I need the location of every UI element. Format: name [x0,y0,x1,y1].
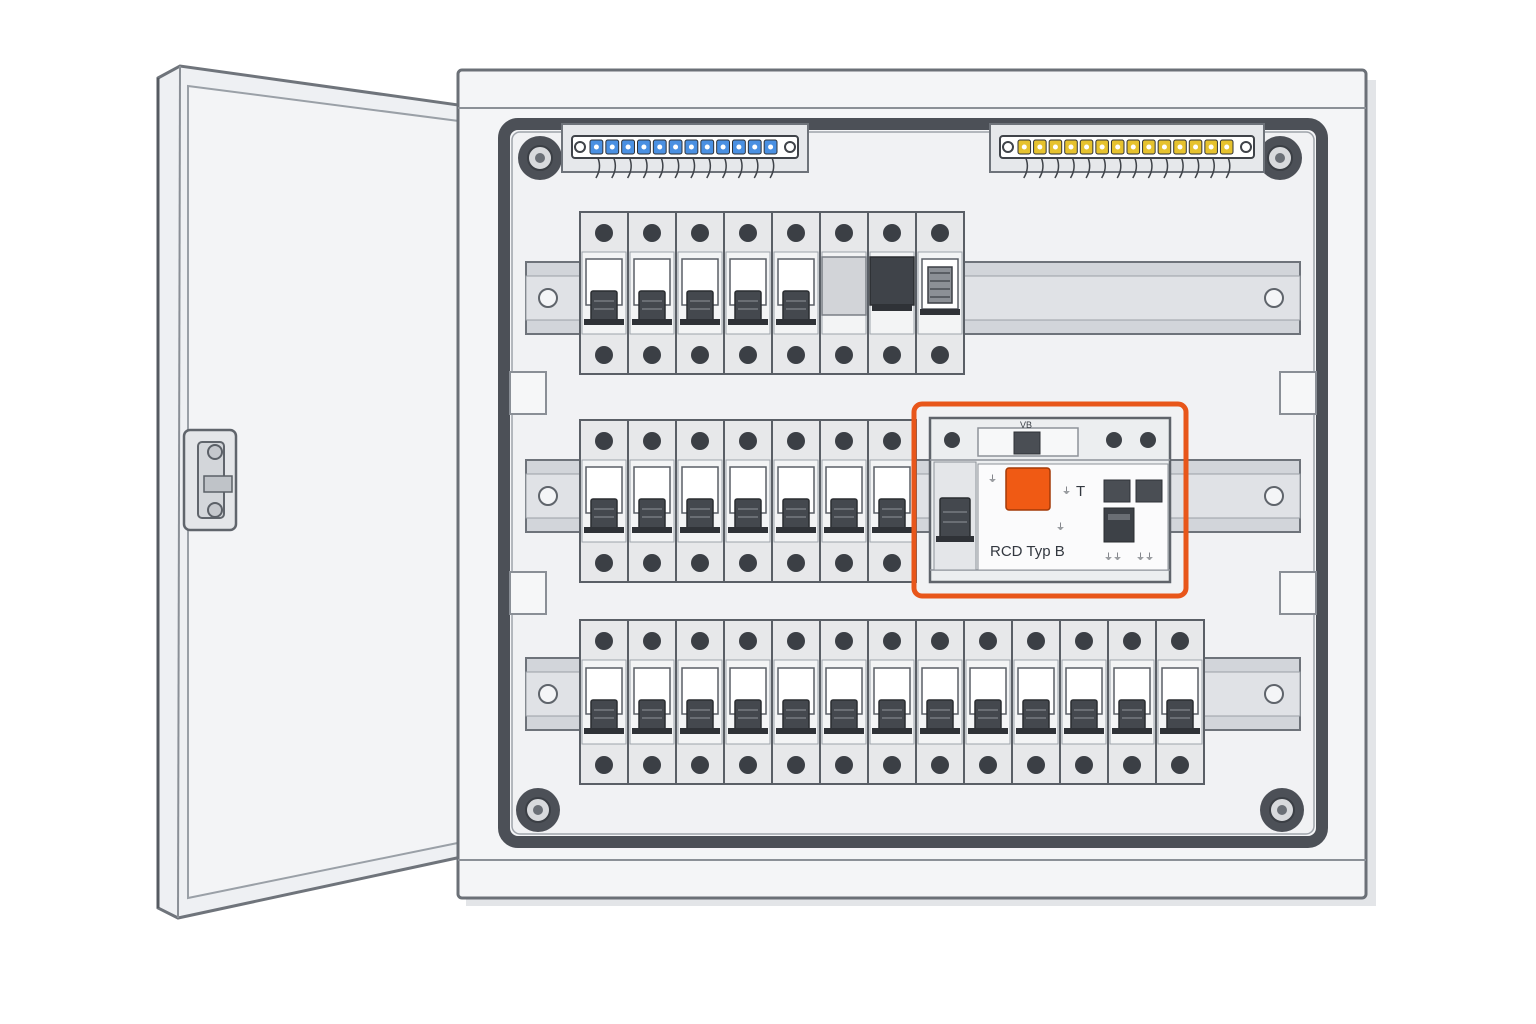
rcd-type-b-device[interactable]: VB ⏚ ⏚ T ⏚ RCD Typ B ⏚⏚ ⏚⏚ [911,401,1189,599]
rcd-indicator-3 [1103,507,1135,543]
breaker-toggle[interactable] [1112,667,1152,734]
terminal-busbars [561,123,1265,179]
busbar-right [989,123,1265,179]
circuit-breaker[interactable] [579,419,629,583]
isolator-switch[interactable] [920,258,960,315]
circuit-breaker[interactable] [771,211,821,375]
svg-text:⏚: ⏚ [1062,486,1071,496]
breaker-row-2 [579,419,917,583]
svg-text:⏚: ⏚ [988,474,997,484]
inner-frame [498,118,1328,848]
rcd-highlight-frame [911,401,1189,599]
circuit-breaker[interactable] [675,211,725,375]
circuit-breaker[interactable] [819,419,869,583]
corner-screw-bottom-right [1260,788,1304,832]
breaker-toggle[interactable] [1016,667,1056,734]
circuit-breaker[interactable] [771,619,821,785]
breaker-toggle[interactable] [728,466,768,533]
circuit-breaker[interactable] [723,211,773,375]
corner-screw-top-left [518,136,562,180]
breaker-toggle[interactable] [824,667,864,734]
breaker-toggle[interactable] [728,258,768,325]
corner-screw-top-right [1258,136,1302,180]
breaker-toggle[interactable] [584,466,624,533]
breaker-toggle[interactable] [776,667,816,734]
rcd-indicator-2 [1135,479,1163,503]
door-latch[interactable] [182,428,238,532]
circuit-breaker[interactable] [723,619,773,785]
rcd-type-label: RCD Typ B [990,543,1065,560]
breaker-toggle[interactable] [680,258,720,325]
breaker-toggle[interactable] [632,667,672,734]
breaker-toggle[interactable] [584,258,624,325]
side-clips [509,371,1317,615]
breaker-toggle[interactable] [824,466,864,533]
circuit-breaker[interactable] [915,211,965,375]
breaker-toggle[interactable] [1064,667,1104,734]
busbar-left [561,123,809,179]
svg-text:VB: VB [1020,420,1032,430]
rcd-status-window [1013,431,1041,455]
svg-text:⏚⏚: ⏚⏚ [1104,552,1122,562]
circuit-breaker[interactable] [723,419,773,583]
breaker-toggle[interactable] [920,667,960,734]
circuit-breaker[interactable] [867,419,917,583]
circuit-breaker[interactable] [1011,619,1061,785]
breaker-toggle[interactable] [680,667,720,734]
circuit-breaker[interactable] [915,619,965,785]
circuit-breaker[interactable] [771,419,821,583]
circuit-breaker[interactable] [1059,619,1109,785]
circuit-breaker[interactable] [1107,619,1157,785]
corner-screw-bottom-left [516,788,560,832]
open-door[interactable] [156,64,497,920]
circuit-breaker[interactable] [627,619,677,785]
rcd-test-button[interactable] [1005,467,1051,511]
circuit-breaker[interactable] [675,619,725,785]
breaker-toggle[interactable] [632,466,672,533]
breaker-toggle[interactable] [680,466,720,533]
rcd-indicator-1 [1103,479,1131,503]
breaker-toggle[interactable] [1160,667,1200,734]
rcd-toggle-switch[interactable] [936,497,974,542]
dark-module-window [869,256,915,306]
circuit-breaker[interactable] [867,211,917,375]
breaker-row-1 [579,211,965,375]
breaker-toggle[interactable] [968,667,1008,734]
breaker-toggle[interactable] [872,667,912,734]
breaker-toggle[interactable] [776,466,816,533]
breaker-toggle[interactable] [872,466,912,533]
blank-module-window [821,256,867,316]
circuit-breaker[interactable] [963,619,1013,785]
circuit-breaker[interactable] [819,619,869,785]
circuit-breaker[interactable] [675,419,725,583]
circuit-breaker[interactable] [579,211,629,375]
breaker-toggle[interactable] [632,258,672,325]
breaker-toggle[interactable] [728,667,768,734]
breaker-toggle[interactable] [776,258,816,325]
test-symbol-icon: T [1076,483,1085,500]
svg-text:⏚: ⏚ [1056,522,1065,532]
circuit-breaker[interactable] [819,211,869,375]
circuit-breaker[interactable] [627,419,677,583]
circuit-breaker[interactable] [627,211,677,375]
breaker-toggle[interactable] [584,667,624,734]
circuit-breaker[interactable] [867,619,917,785]
circuit-breaker[interactable] [1155,619,1205,785]
svg-text:⏚⏚: ⏚⏚ [1136,552,1154,562]
circuit-breaker[interactable] [579,619,629,785]
breaker-row-3 [579,619,1205,785]
